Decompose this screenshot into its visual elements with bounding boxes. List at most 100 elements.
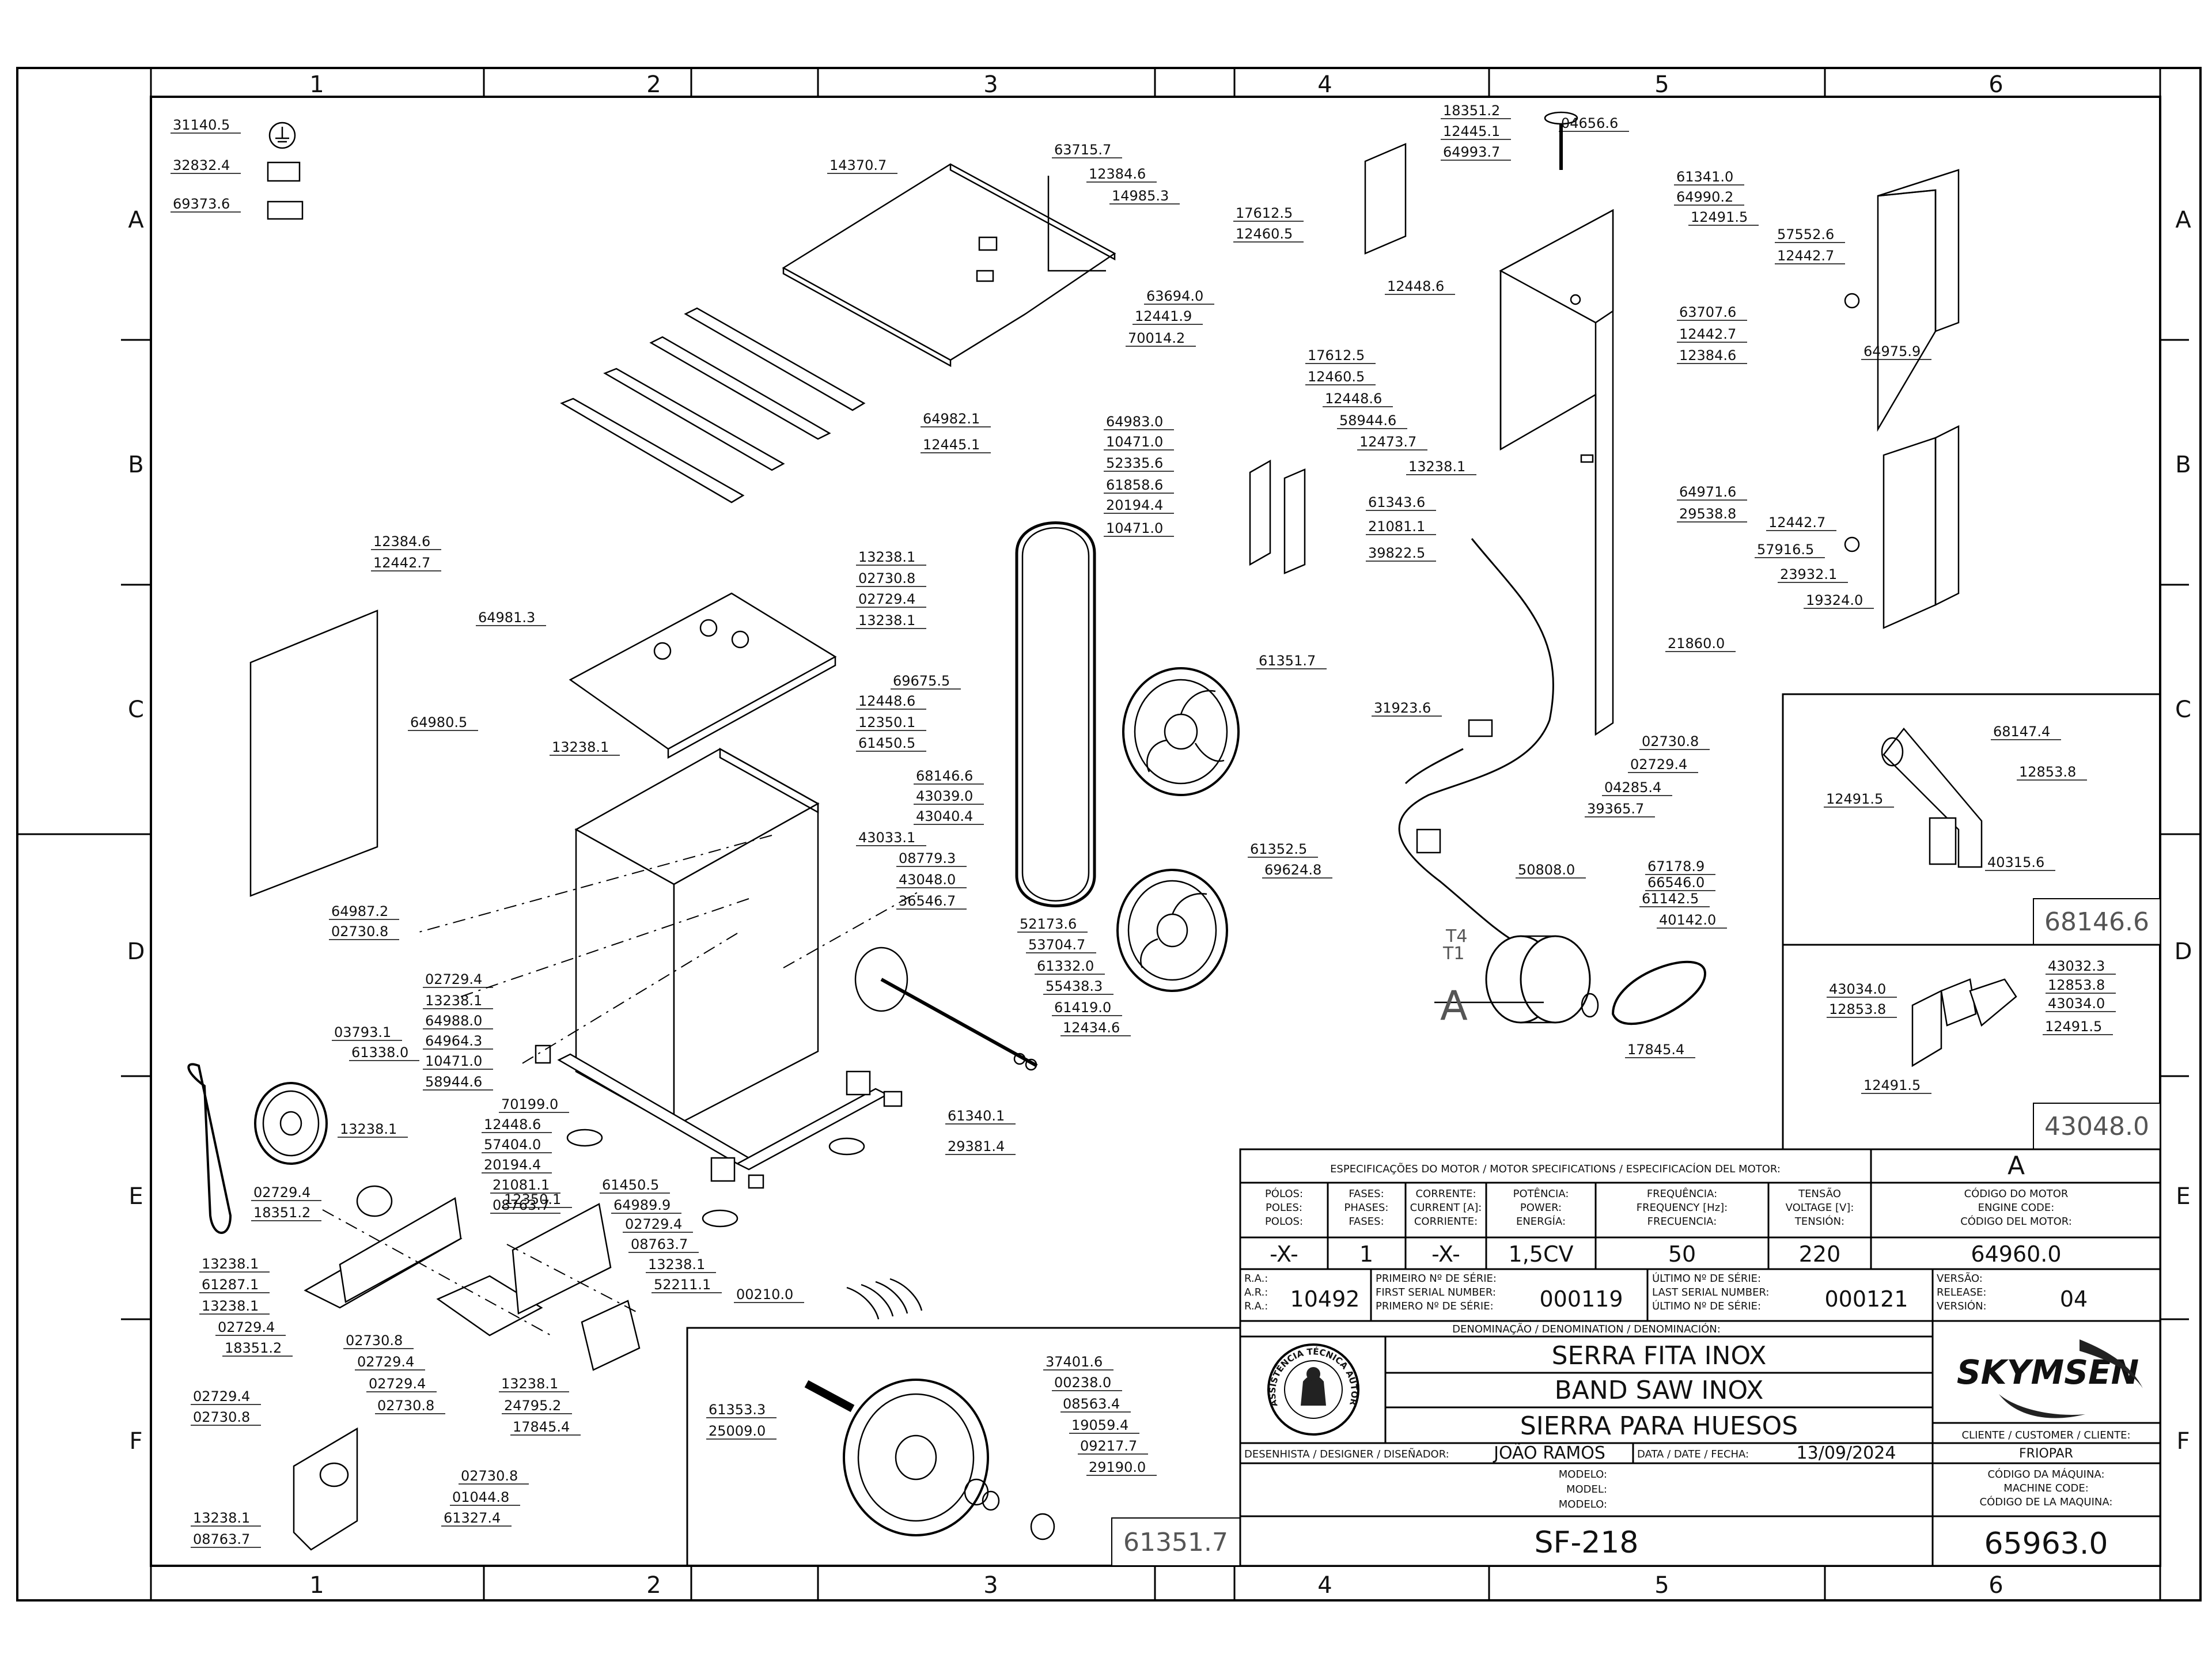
part-number-label: 02729.4 [425,971,482,987]
part-number-label: 12445.1 [1443,123,1500,139]
drawing-geometry [187,111,2017,1551]
ra-label: R.A.: [1244,1300,1268,1312]
part-number-label: 12448.6 [1387,278,1444,294]
machine-code-label: CÓDIGO DE LA MAQUINA: [1980,1496,2113,1508]
part-number-label: 61327.4 [444,1510,501,1526]
part-number-label: 14985.3 [1112,188,1169,204]
part-number-label: 18351.2 [253,1205,310,1221]
part-number-label: 64990.2 [1676,189,1733,205]
part-number-label: 31140.5 [173,117,230,133]
product-name: SERRA FITA INOX [1552,1341,1767,1371]
grid-column-label: 1 [309,71,324,98]
grid-column-label: 6 [1988,1572,2003,1599]
client-value: FRIOPAR [2019,1447,2073,1461]
part-number-label: 13238.1 [858,549,915,565]
grid-row-label: B [2175,452,2191,478]
part-number-label: 70014.2 [1128,330,1185,346]
part-number-label: 61287.1 [202,1277,259,1293]
grid-row-label: A [2175,207,2191,233]
part-number-label: 12460.5 [1236,226,1293,242]
spec-column-value: 1 [1359,1241,1373,1267]
part-number-label: 14370.7 [830,157,887,173]
part-number-label: 61341.0 [1676,169,1733,185]
part-number-label: 61142.5 [1642,891,1699,907]
part-number-label: 13238.1 [193,1510,250,1526]
part-number-label: 64983.0 [1106,414,1163,430]
part-number-label: 61343.6 [1368,494,1425,510]
spec-column-value: 1,5CV [1509,1241,1574,1267]
part-number-label: 02730.8 [858,570,915,586]
date-label: DATA / DATE / FECHA: [1637,1448,1749,1460]
part-number-label: 52173.6 [1020,916,1077,932]
part-number-label: 64981.3 [478,609,535,626]
part-number-label: 12442.7 [1777,248,1834,264]
part-number-label: 52211.1 [654,1277,711,1293]
part-number-labels: 31140.532832.469373.614370.763715.712384… [171,103,2116,1548]
part-number-label: 02730.8 [331,923,388,940]
grid-column-label: 2 [646,1572,661,1599]
spec-column-header: TENSIÓN: [1794,1215,1844,1228]
spec-column-header: ENERGÍA: [1516,1215,1566,1228]
part-number-label: 32832.4 [173,157,230,173]
model-label: MODELO: [1559,1498,1607,1510]
grid-row-label: D [2175,938,2192,965]
part-number-label: 01044.8 [452,1489,509,1505]
machine-code-value: 65963.0 [1984,1527,2108,1561]
denomination-header: DENOMINAÇÃO / DENOMINATION / DENOMINACIÓ… [1452,1323,1721,1335]
part-number-label: 61450.5 [858,735,915,751]
part-number-label: 39365.7 [1587,801,1644,817]
part-number-label: 12853.8 [2048,977,2105,993]
part-number-label: 29538.8 [1679,506,1736,522]
part-number-label: 64964.3 [425,1033,482,1049]
part-number-label: 64987.2 [331,903,388,919]
grid-row-label: F [2176,1428,2190,1455]
skymsen-logo [1999,1339,2143,1418]
part-number-label: 10471.0 [1106,434,1163,450]
part-number-label: 12448.6 [1325,391,1382,407]
spec-column-header: FASES: [1349,1216,1384,1228]
part-number-label: 25009.0 [709,1423,766,1439]
part-number-label: 12853.8 [1829,1001,1886,1017]
part-number-label: 64980.5 [410,714,467,730]
detail-code-61351-7: 61351.7 [1123,1528,1228,1557]
part-number-label: 08763.7 [493,1197,550,1213]
model-label: MODEL: [1566,1483,1607,1496]
part-number-label: 13238.1 [858,612,915,629]
grid-row-label: E [128,1183,143,1210]
grid-column-label: 6 [1988,71,2003,98]
part-number-label: 13238.1 [501,1376,558,1392]
grid-row-label: A [128,207,144,233]
first-serial-value: 000119 [1539,1286,1623,1312]
part-number-label: 02729.4 [253,1184,310,1201]
saw-blade-band [1015,521,1096,907]
part-number-label: 02729.4 [193,1388,250,1404]
spec-column-value: 220 [1799,1241,1841,1267]
spec-column-header: FASES: [1349,1188,1384,1200]
part-number-label: 12350.1 [858,714,915,730]
grid-column-label: 5 [1654,71,1669,98]
part-number-label: 61340.1 [948,1108,1005,1124]
version-label: RELEASE: [1937,1286,1986,1298]
part-number-label: 02730.8 [461,1468,518,1484]
part-number-label: 12473.7 [1359,434,1416,450]
part-number-label: 02729.4 [218,1319,275,1335]
part-number-label: 12384.6 [1679,347,1736,364]
part-number-label: 43034.0 [1829,981,1886,997]
grid-row-label: F [129,1428,142,1455]
part-number-label: 09217.7 [1080,1438,1137,1454]
product-name: SIERRA PARA HUESOS [1520,1411,1798,1441]
part-number-label: 12460.5 [1308,369,1365,385]
bottom-plate [293,1427,358,1551]
grid-column-label: 2 [646,71,661,98]
part-number-label: 52335.6 [1106,455,1163,471]
spec-column-header: VOLTAGE [V]: [1786,1202,1854,1214]
terminal-t1-label: T1 [1442,944,1464,964]
lower-bracket-assembly [304,1185,641,1371]
grid-row-label: C [2175,696,2191,723]
part-number-label: 12853.8 [2019,764,2076,780]
ra-value: 10492 [1290,1286,1360,1312]
part-number-label: 13238.1 [552,739,609,755]
part-number-label: 02730.8 [346,1332,403,1349]
spec-column-header: POTÊNCIA: [1513,1187,1569,1200]
